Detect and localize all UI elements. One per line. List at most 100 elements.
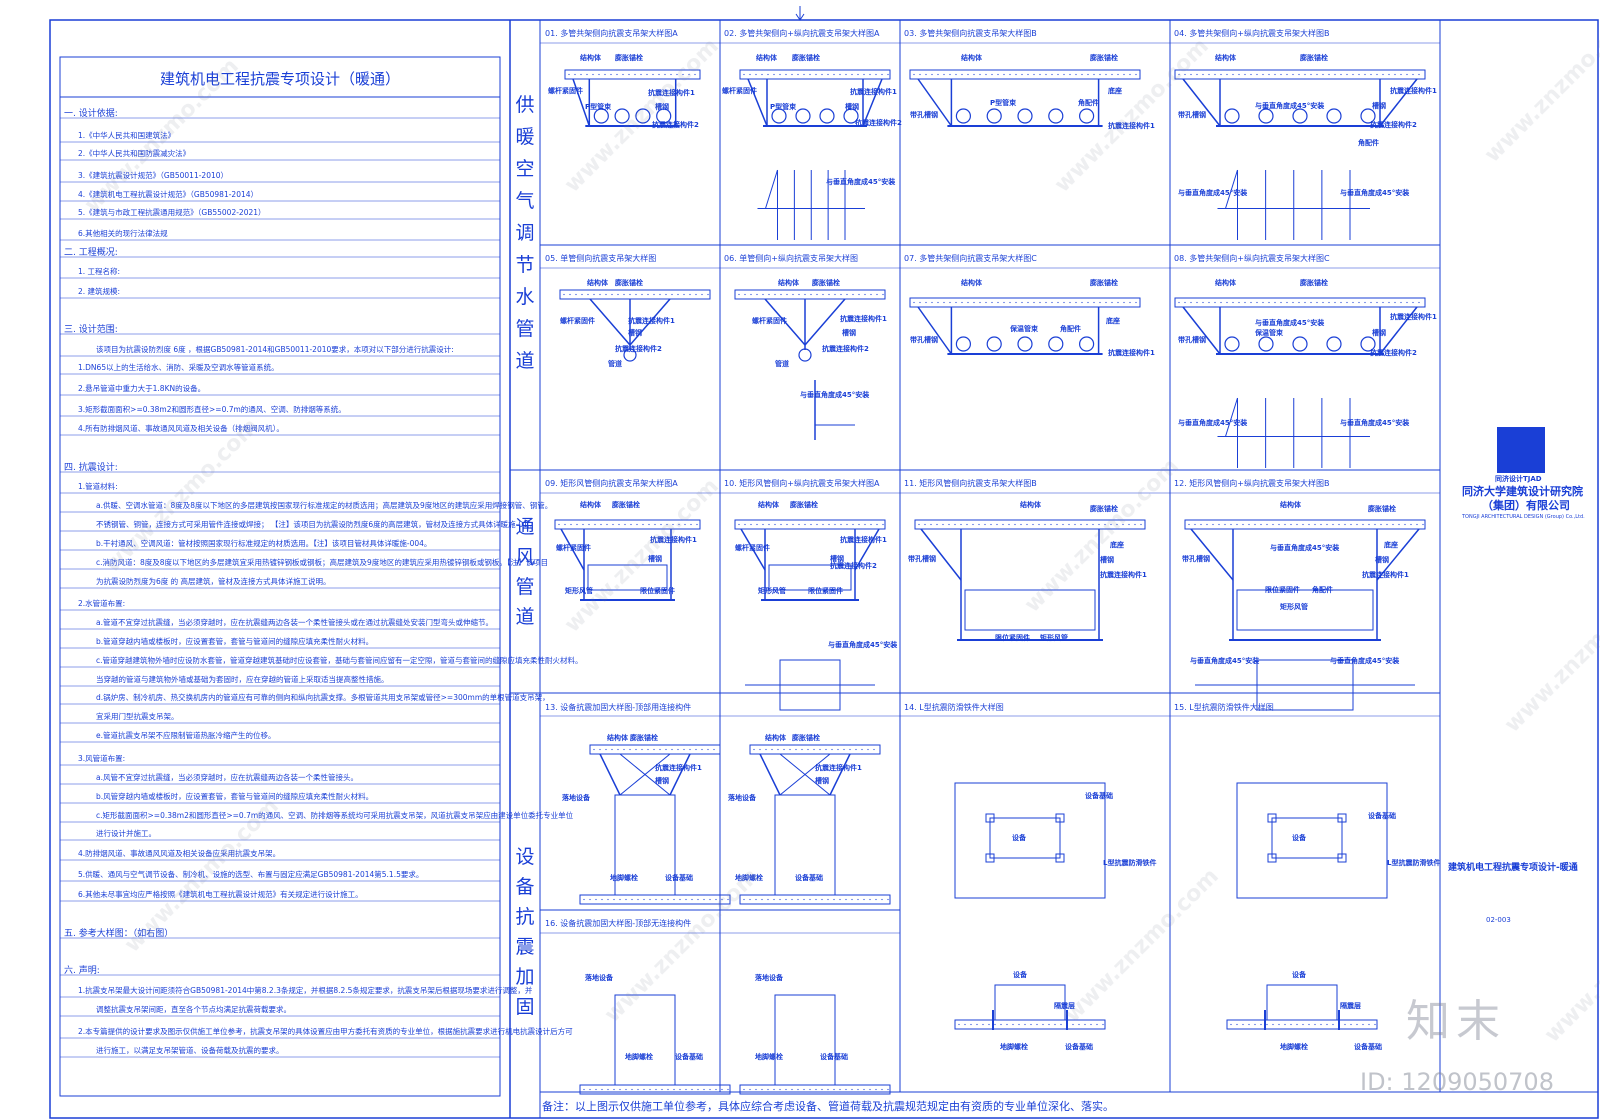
slab-dot [1320,523,1322,526]
category-char: 管 [515,576,535,598]
slab-dot [809,73,811,76]
slab-dot [1036,1023,1038,1026]
slab-dot [861,748,863,751]
logo-mark-text: 同济设计TJAD [1495,475,1542,483]
slab-dot [1214,73,1216,76]
plan-diag [1225,169,1238,209]
callout-label: 螺杆紧固件 [752,317,787,325]
callout-label: 抗震连接构件1 [815,764,862,772]
slab-dot [985,73,987,76]
slab-dot [1412,73,1414,76]
slab-dot [612,523,614,526]
slab-dot [661,1088,663,1091]
slab-dot [613,1088,615,1091]
slab-dot [738,293,740,296]
pipe-circle [1017,336,1033,352]
slab-dot [1304,301,1306,304]
slab-dot [1039,73,1041,76]
slab-dot [1320,1023,1322,1026]
note-line: c.管道穿越建筑物外墙时应设防水套管，管道穿越建筑基础时应设套管，基础与套管间应… [96,656,583,665]
slab-dot [617,748,619,751]
slab-dot [960,523,962,526]
slab-dot [1116,523,1118,526]
seismic-brace [920,528,962,581]
seismic-brace [589,298,631,346]
slab-dot [1087,301,1089,304]
outer-border [49,19,1599,1119]
slab-dot [647,748,649,751]
note-line: 进行设计并施工。 [96,829,156,838]
callout-label: 槽钢 [1100,556,1114,564]
slab-dot [1014,523,1016,526]
slab-dot [994,1023,996,1026]
callout-label: 落地设备 [755,974,783,982]
slab-dot [625,898,627,901]
slab-dot [1334,301,1336,304]
slab-dot [773,73,775,76]
note-line: 6.其他未尽事宜均应严格按照《建筑机电工程抗震设计规范》有关规定进行设计施工。 [78,890,363,899]
pipe-circle [1258,108,1274,124]
note-line: 4.防排烟风道、事故通风风道及相关设备应采用抗震支吊架。 [78,849,281,858]
slab-dot [1009,301,1011,304]
slab-dot [1332,1023,1334,1026]
slab-dot [839,1088,841,1091]
slab-dot [1304,73,1306,76]
slab-dot [1316,73,1318,76]
slab-dot [756,293,758,296]
callout-label: 抗震连接构件2 [652,121,699,129]
slab-dot [1350,523,1352,526]
slab-dot [1410,523,1412,526]
detail-caption-13: 13. 设备抗震加固大样图-顶部用连接构件 [545,703,692,712]
slab-dot [1051,73,1053,76]
slab-dot [593,748,595,751]
slab-dot [1308,523,1310,526]
slab-dot [707,293,709,296]
slab-dot [785,1088,787,1091]
slab-dot [707,748,709,751]
slab-dot [744,293,746,296]
detail-caption-11: 11. 矩形风管侧向抗震支吊架大样图B [904,479,1037,488]
slab-dot [924,523,926,526]
slab-dot [755,1088,757,1091]
seismic-brace [560,528,585,571]
section-heading: 六. 声明: [64,966,100,976]
slab-dot [1021,301,1023,304]
notes-panel-border [59,56,501,1097]
note-line: 4.《建筑机电工程抗震设计规范》（GB50981-2014） [78,190,259,199]
slab-dot [568,73,570,76]
slab-dot [1178,301,1180,304]
slab-dot [583,898,585,901]
slab-dot [641,293,643,296]
slab-dot [1280,73,1282,76]
section-heading: 五. 参考大样图：（如右图） [64,929,174,939]
callout-label: 膨胀锚栓 [792,734,820,742]
callout-label: 地脚螺栓 [625,1053,653,1061]
slab-dot [1376,73,1378,76]
brace-x [619,753,671,796]
callout-label: 膨胀锚栓 [792,54,820,62]
pipe-circle [819,108,835,124]
slab-dot [1039,301,1041,304]
slab-dot [569,293,571,296]
slab-dot [667,898,669,901]
slab-dot [1072,1023,1074,1026]
slab-dot [990,523,992,526]
slab-dot [937,73,939,76]
slab-dot [691,1088,693,1091]
slab-dot [997,301,999,304]
slab-dot [1226,301,1228,304]
seismic-brace [854,528,880,571]
slab-dot [659,293,661,296]
slab-dot [689,748,691,751]
callout-label: 膨胀锚栓 [790,501,818,509]
slab-dot [1202,301,1204,304]
category-char: 设 [515,846,535,868]
l-piece [985,853,995,863]
slab-dot [1098,523,1100,526]
slab-dot [1286,73,1288,76]
callout-label: 膨胀锚栓 [615,279,643,287]
slab-dot [1328,73,1330,76]
note-line: d.锅炉房、制冷机房、热交换机房内的管道应有可靠的侧向和纵向抗震支撑。多根管道共… [96,693,550,702]
l-piece [985,813,995,823]
pipe-circle [1078,108,1095,124]
